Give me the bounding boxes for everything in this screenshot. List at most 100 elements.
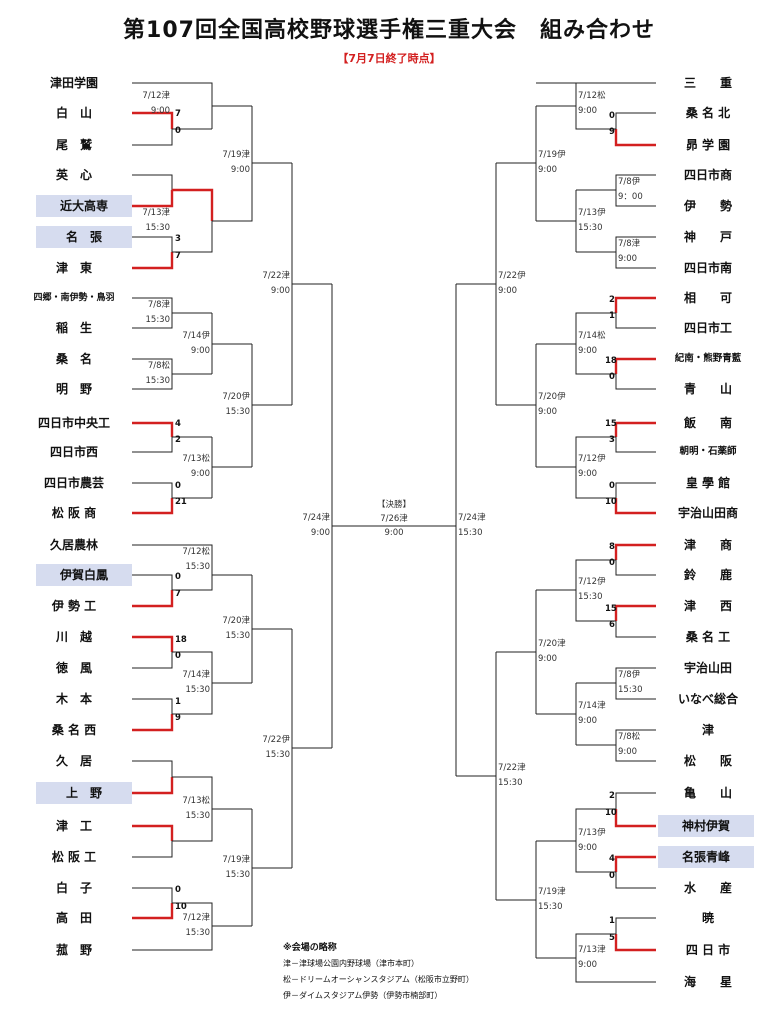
match-date: 7/12伊 <box>578 454 606 464</box>
team-score: 0 <box>175 885 181 895</box>
team-name: 川 越 <box>55 630 92 644</box>
match-time: 9:00 <box>618 747 638 757</box>
team-name: 名張青峰 <box>658 846 754 868</box>
page-title: 第107回全国高校野球選手権三重大会 組み合わせ <box>123 18 655 43</box>
bracket-line <box>132 482 173 498</box>
venue-note: 津－津球場公園内野球場（津市本町） <box>283 959 419 968</box>
match-time: 9:00 <box>498 286 518 296</box>
team-name: 桑 名 北 <box>685 106 731 120</box>
bracket-line <box>132 437 173 453</box>
match-time: 9:00 <box>150 106 170 116</box>
team-score: 0 <box>175 572 181 582</box>
match-time: 15:30 <box>185 811 211 821</box>
match-time: 9:00 <box>230 165 250 175</box>
team-score: 0 <box>609 558 615 568</box>
match-time: 15:30 <box>265 750 291 760</box>
bracket-line <box>132 174 173 190</box>
bracket-line <box>172 188 214 221</box>
team-name: 青 山 <box>683 382 732 396</box>
match-date: 7/8津 <box>147 300 170 310</box>
team-score: 0 <box>175 481 181 491</box>
bracket-line <box>132 652 173 669</box>
team-score: 0 <box>609 871 615 881</box>
bracket-line <box>615 872 656 889</box>
bracket-line <box>132 777 174 795</box>
team-name: 四日市工 <box>683 321 732 335</box>
team-score: 15 <box>605 419 617 429</box>
bracket-line <box>615 374 656 390</box>
bracket-line <box>456 163 497 405</box>
team-name: 白 山 <box>55 106 92 120</box>
bracket-line <box>132 841 173 858</box>
team-score: 0 <box>175 651 181 661</box>
bracket-line <box>614 296 656 313</box>
team-name: 四日市西 <box>49 445 98 459</box>
match-date: 7/12伊 <box>578 577 606 587</box>
bracket-line <box>132 902 252 951</box>
match-date: 7/20津 <box>222 616 250 626</box>
team-score: 9 <box>175 713 181 723</box>
match-time: 15:30 <box>185 562 211 572</box>
match-time: 15:30 <box>578 592 603 602</box>
bracket-line <box>536 312 616 375</box>
bracket-line <box>132 574 173 590</box>
bracket-line <box>132 903 174 920</box>
bracket-line <box>615 437 656 453</box>
team-score: 2 <box>175 435 181 445</box>
match-time: 9:00 <box>578 843 598 853</box>
bracket-line <box>331 284 372 748</box>
bracket-line <box>496 344 537 467</box>
bracket-line <box>615 112 656 146</box>
bracket-line <box>615 621 656 638</box>
bracket-line <box>614 543 656 560</box>
bracket-line <box>496 590 537 714</box>
match-time: 9:00 <box>310 528 330 538</box>
team-name: 桑 名 工 <box>685 630 731 644</box>
match-date: 7/12津 <box>142 91 170 101</box>
team-score: 0 <box>609 111 615 121</box>
bracket-line <box>132 590 174 608</box>
team-score: 15 <box>605 604 617 614</box>
match-date: 7/13伊 <box>578 208 606 218</box>
match-date: 7/12松 <box>578 91 606 101</box>
team-name: 木 本 <box>55 692 92 706</box>
bracket-line <box>536 190 577 252</box>
bracket-line <box>132 887 173 903</box>
bracket-line <box>132 498 174 515</box>
team-score: 0 <box>609 481 615 491</box>
team-score: 2 <box>609 791 615 801</box>
match-date: 7/20伊 <box>538 392 566 402</box>
match-date: 7/19津 <box>222 855 250 865</box>
match-time: 15:30 <box>225 407 251 417</box>
bracket-line <box>172 776 252 842</box>
match-date: 7/12津 <box>182 913 210 923</box>
match-time: 15:30 <box>145 223 171 233</box>
bracket-line <box>614 357 656 374</box>
bracket-line <box>211 313 252 374</box>
bracket-line <box>132 252 174 270</box>
match-date: 7/14津 <box>578 701 606 711</box>
team-name: 明 野 <box>55 382 92 396</box>
match-time: 9:00 <box>578 106 598 116</box>
match-time: 9:00 <box>538 165 558 175</box>
bracket-line <box>614 809 656 828</box>
match-date: 7/22津 <box>498 763 526 773</box>
team-score: 1 <box>175 697 181 707</box>
team-name: 菰 野 <box>55 943 92 957</box>
bracket-line <box>132 358 212 390</box>
match-date: 7/19津 <box>538 887 566 897</box>
team-name: 朝明・石薬師 <box>679 446 737 457</box>
venue-notes-title: ※会場の略称 <box>283 943 337 953</box>
team-score: 7 <box>175 109 181 119</box>
match-date: 7/8松 <box>147 361 170 371</box>
team-name: 四 日 市 <box>685 943 731 957</box>
match-date: 7/14伊 <box>182 331 210 341</box>
bracket-line <box>576 236 656 269</box>
team-name: 徳 風 <box>55 661 92 675</box>
match-time: 9:00 <box>578 716 598 726</box>
team-score: 1 <box>609 311 615 321</box>
bracket-line <box>536 808 616 873</box>
team-name: 松 阪 <box>683 754 732 768</box>
team-score: 0 <box>609 372 615 382</box>
bracket-line <box>251 344 292 467</box>
